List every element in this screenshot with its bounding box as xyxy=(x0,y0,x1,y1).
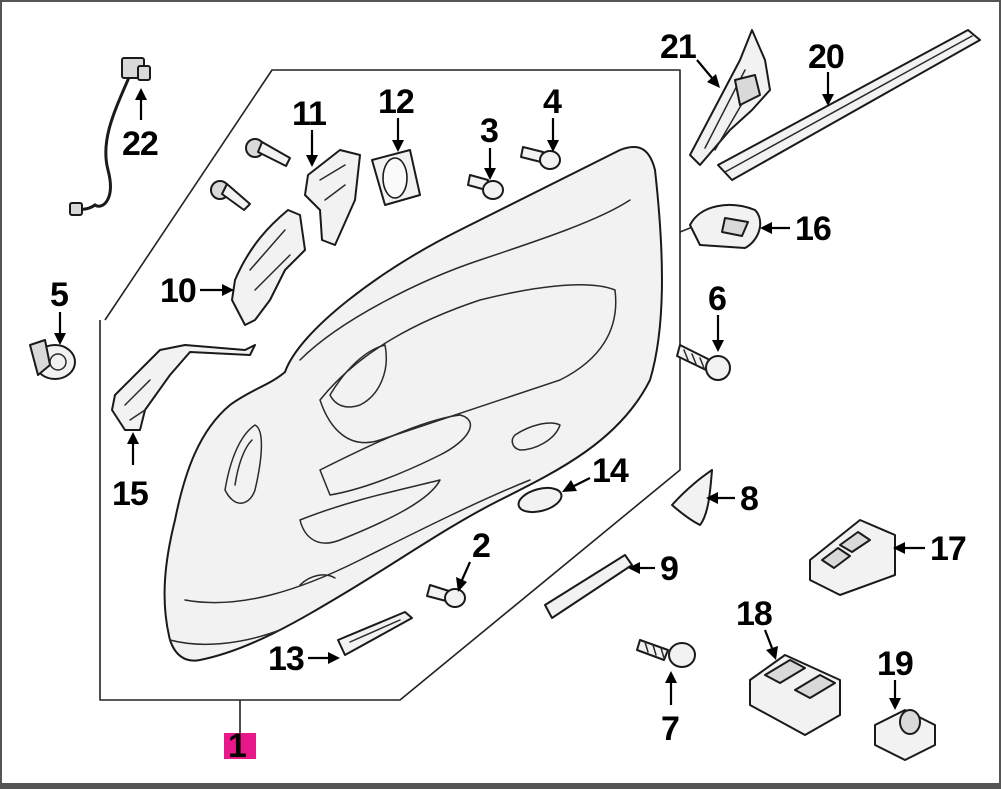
part-13-handle[interactable] xyxy=(337,611,413,656)
part-21-corner-trim[interactable] xyxy=(689,29,771,166)
callout-9[interactable]: 9 xyxy=(660,550,679,588)
callout-13[interactable]: 13 xyxy=(268,640,305,678)
part-12-grommet[interactable] xyxy=(371,149,421,206)
callout-7[interactable]: 7 xyxy=(661,710,680,748)
callout-17[interactable]: 17 xyxy=(930,530,967,568)
assembly-bracket xyxy=(99,69,681,701)
callout-18[interactable]: 18 xyxy=(736,595,773,633)
part-3-clip[interactable] xyxy=(467,174,504,200)
part-2-clip[interactable] xyxy=(426,584,466,608)
part-16-cover[interactable] xyxy=(679,204,762,249)
callout-1-highlight xyxy=(224,733,256,759)
part-15-bracket[interactable] xyxy=(111,344,256,431)
part-17-switch[interactable] xyxy=(809,519,896,596)
callout-12[interactable]: 12 xyxy=(378,83,415,121)
callout-22[interactable]: 22 xyxy=(122,125,159,163)
part-11-bracket[interactable] xyxy=(304,149,361,246)
screw-lower[interactable] xyxy=(210,180,251,211)
part-10-trim-piece[interactable] xyxy=(231,209,306,326)
callout-2[interactable]: 2 xyxy=(472,527,491,565)
part-22-harness[interactable] xyxy=(69,57,151,216)
part-6-bolt[interactable] xyxy=(676,344,731,381)
callout-21[interactable]: 21 xyxy=(660,28,697,66)
part-7-bolt[interactable] xyxy=(636,639,696,668)
callout-20[interactable]: 20 xyxy=(808,38,845,76)
callout-4[interactable]: 4 xyxy=(543,83,563,121)
part-9-strip[interactable] xyxy=(544,554,633,619)
callout-10[interactable]: 10 xyxy=(160,272,197,310)
arrows xyxy=(54,59,925,710)
part-19-knob[interactable] xyxy=(874,709,936,761)
callout-16[interactable]: 16 xyxy=(795,210,832,248)
part-20-weatherstrip[interactable] xyxy=(717,29,981,181)
callout-11[interactable]: 11 xyxy=(292,95,327,133)
callout-19[interactable]: 19 xyxy=(877,645,914,683)
callout-5[interactable]: 5 xyxy=(50,276,69,314)
screw-upper[interactable] xyxy=(245,138,291,167)
callout-3[interactable]: 3 xyxy=(480,112,499,150)
part-14-plug[interactable] xyxy=(516,484,564,517)
part-8-trim[interactable] xyxy=(671,469,713,526)
callout-6[interactable]: 6 xyxy=(708,280,727,318)
part-18-switch[interactable] xyxy=(749,654,841,736)
bottom-border xyxy=(0,784,1001,789)
part-4-clip[interactable] xyxy=(520,146,561,170)
part-5-clip[interactable] xyxy=(29,339,76,380)
callout-1[interactable]: 1 xyxy=(228,727,247,765)
door-trim-panel[interactable] xyxy=(163,145,663,662)
callout-15[interactable]: 15 xyxy=(112,475,149,513)
callout-14[interactable]: 14 xyxy=(592,452,630,490)
callout-8[interactable]: 8 xyxy=(740,480,759,518)
